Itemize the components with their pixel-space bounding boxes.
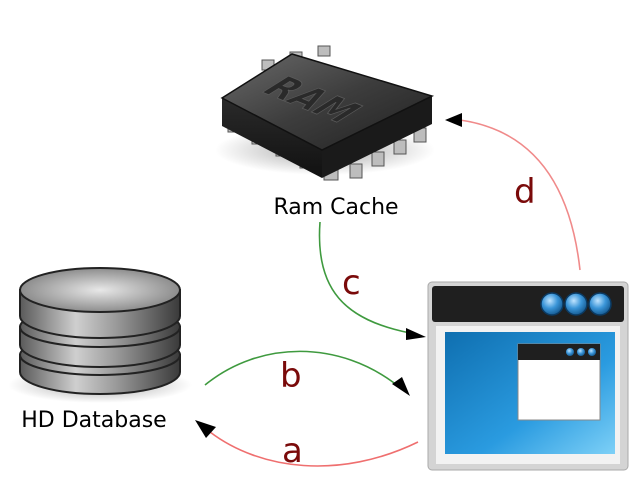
window-button-icon [540, 292, 564, 316]
edge-b: b [204, 350, 410, 396]
arrowhead-icon [195, 420, 216, 438]
ram-chip-icon: RAM [215, 45, 435, 181]
arrowhead-icon [406, 328, 426, 340]
edge-c: c [318, 221, 426, 340]
window-button-icon [564, 292, 588, 316]
application-window-icon [427, 281, 629, 471]
inner-window-icon [517, 343, 601, 421]
hd-database-label: HD Database [21, 408, 166, 433]
edge-d: d [445, 113, 581, 271]
window-button-icon [588, 292, 612, 316]
edge-label-b: b [280, 356, 302, 396]
edge-label-c: c [342, 263, 361, 303]
edge-a: a [195, 420, 419, 471]
ram-cache-label: Ram Cache [273, 195, 398, 220]
arrowhead-icon [392, 377, 410, 396]
edge-label-a: a [282, 431, 303, 471]
arrowhead-icon [445, 113, 462, 127]
database-icon [8, 267, 192, 403]
edge-label-d: d [514, 172, 536, 212]
